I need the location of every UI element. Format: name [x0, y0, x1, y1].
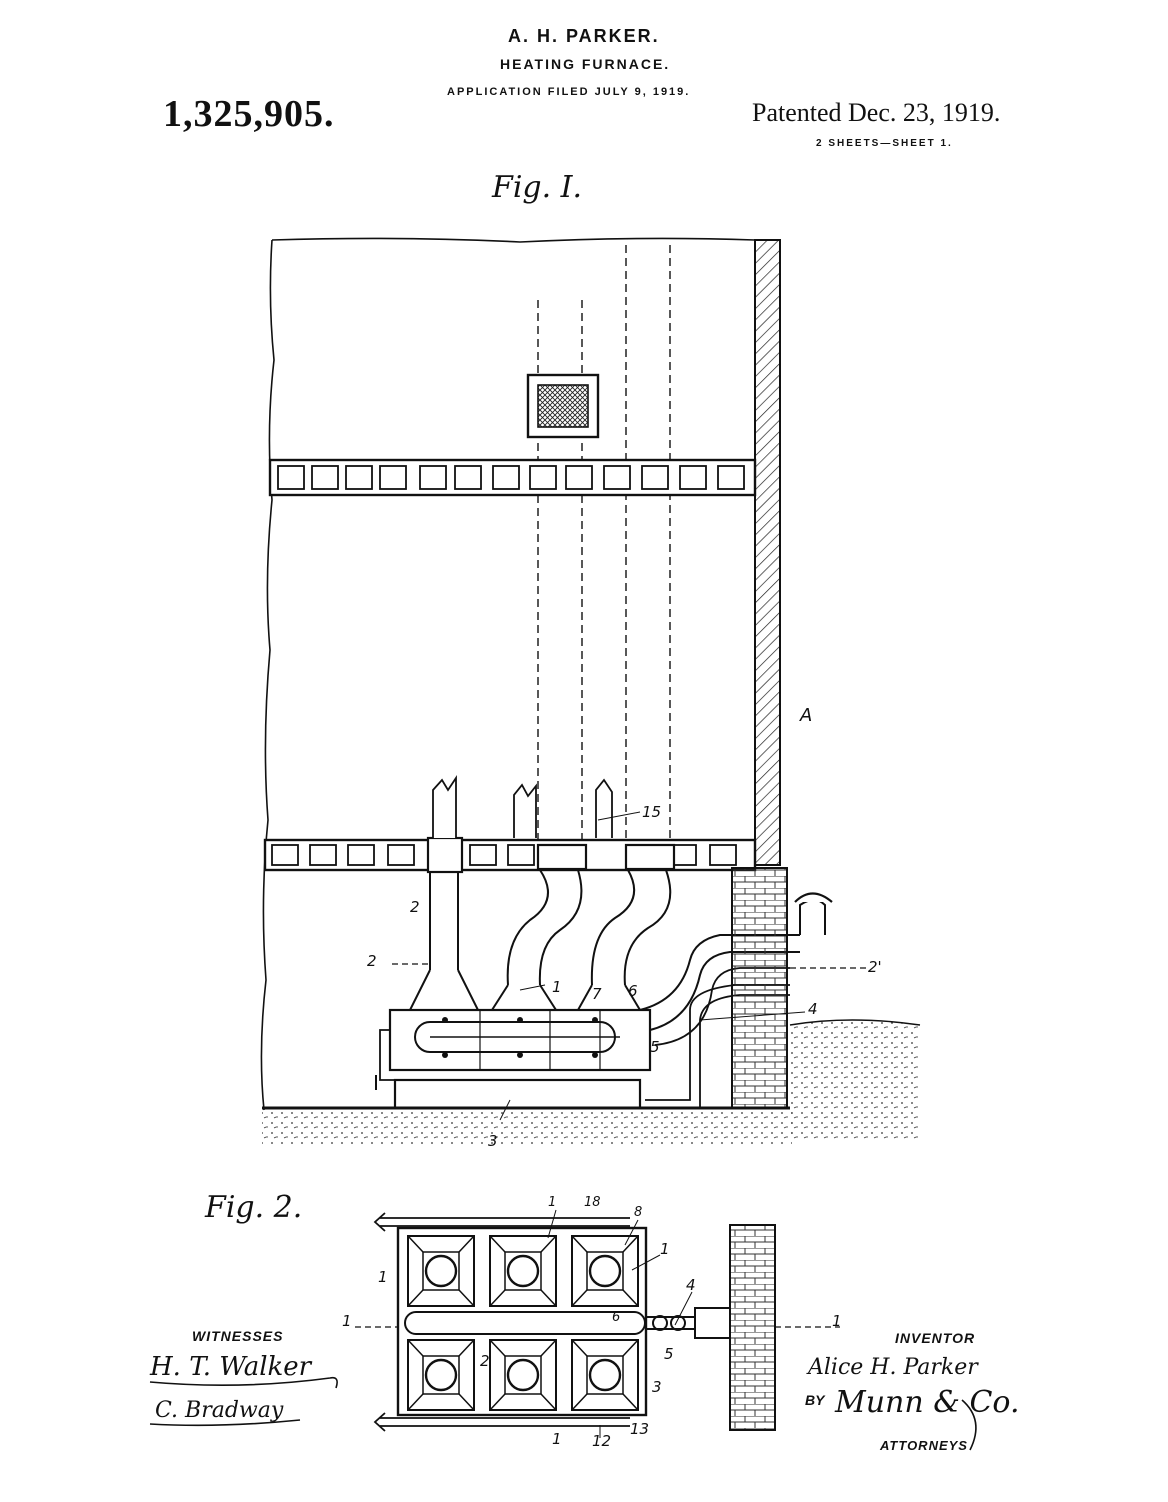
patent-number: 1,325,905. — [163, 93, 335, 135]
ref-15: 15 — [642, 803, 662, 821]
witness-signature-1: H. T. Walker — [150, 1352, 312, 1382]
fig2-ref-4: 4 — [686, 1276, 696, 1294]
fig2-ref-2: 2 — [480, 1352, 490, 1370]
ref-3: 3 — [488, 1132, 498, 1150]
fig2-ref-1-bottom: 1 — [552, 1430, 562, 1448]
ref-A: A — [800, 705, 813, 726]
fig2-ref-6: 6 — [612, 1310, 621, 1325]
inventor-label: INVENTOR — [895, 1330, 976, 1346]
by-label: BY — [805, 1392, 825, 1408]
ref-5: 5 — [650, 1038, 660, 1056]
filing-date: APPLICATION FILED JULY 9, 1919. — [447, 86, 691, 98]
fig2-ref-5: 5 — [664, 1345, 674, 1363]
fig2-ref-3: 3 — [652, 1378, 662, 1396]
ref-6: 6 — [628, 982, 638, 1000]
attorney-signature: Munn & Co. — [835, 1385, 1020, 1420]
fig2-ref-1-right: 1 — [660, 1240, 670, 1258]
ref-1: 1 — [552, 978, 562, 996]
fig1-drawing — [260, 237, 921, 1145]
inventor-signature: Alice H. Parker — [808, 1355, 978, 1380]
fig2-ref-1-left: 1 — [378, 1268, 388, 1286]
ref-7: 7 — [592, 985, 602, 1003]
ref-2a: 2 — [410, 898, 420, 916]
ref-2b: 2 — [367, 952, 377, 970]
section-label-left: 1 — [342, 1312, 352, 1330]
inventor-header: A. H. PARKER. — [508, 26, 660, 46]
ref-2-prime: 2' — [868, 958, 882, 976]
fig1-label: Fig. I. — [492, 170, 583, 205]
fig2-ref-8: 8 — [634, 1205, 643, 1220]
patented-date: Patented Dec. 23, 1919. — [752, 98, 1001, 127]
fig2-ref-13: 13 — [630, 1420, 650, 1438]
ref-4: 4 — [808, 1000, 818, 1018]
signature-strokes — [149, 1376, 977, 1451]
sheet-count: 2 SHEETS—SHEET 1. — [816, 138, 953, 149]
section-label-right: 1 — [832, 1312, 842, 1330]
witness-signature-2: C. Bradway — [155, 1398, 284, 1423]
attorneys-label: ATTORNEYS — [880, 1438, 968, 1453]
fig2-label: Fig. 2. — [205, 1190, 303, 1225]
patent-title: HEATING FURNACE. — [500, 56, 671, 72]
fig2-ref-12: 12 — [592, 1432, 612, 1450]
fig2-ref-18: 18 — [584, 1195, 601, 1210]
witnesses-label: WITNESSES — [192, 1328, 284, 1344]
fig2-drawing — [355, 1209, 840, 1438]
fig2-ref-1-top: 1 — [548, 1195, 557, 1210]
